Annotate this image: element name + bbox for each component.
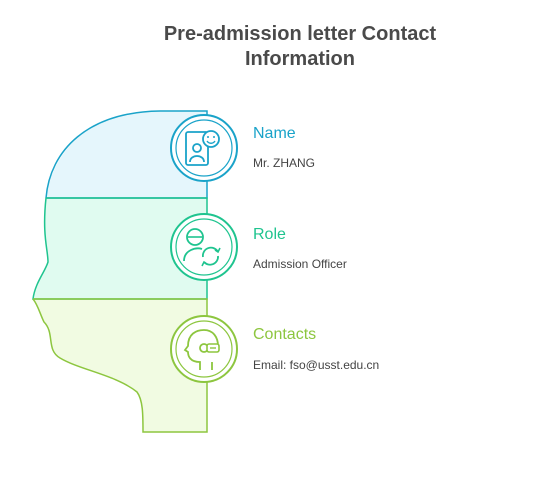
headset-head-icon <box>170 315 238 383</box>
user-sync-icon <box>170 213 238 281</box>
title-line-1: Pre-admission letter Contact <box>163 23 437 45</box>
title-line-2: Information <box>245 48 355 70</box>
region-name-outline <box>45 110 208 199</box>
section-label-name: Name <box>253 125 296 142</box>
section-label-contacts: Contacts <box>253 326 317 343</box>
section-value-name: Mr. ZHANG <box>253 156 315 170</box>
region-contacts-outline <box>32 298 208 433</box>
section-value-role: Admission Officer <box>253 257 347 271</box>
section-value-contacts: Email: fso@usst.edu.cn <box>253 358 380 372</box>
contact-profile-icon <box>170 114 238 182</box>
diagram-title: Pre-admission letter Contact Information <box>0 22 552 72</box>
section-label-role: Role <box>253 226 286 243</box>
